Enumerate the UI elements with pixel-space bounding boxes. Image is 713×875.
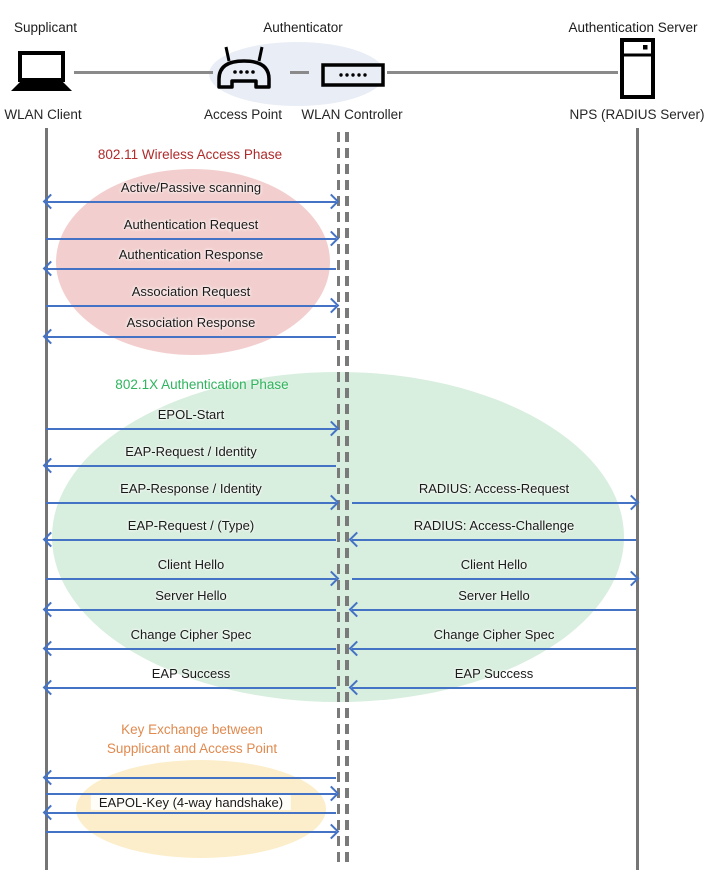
authenticator-group-ellipse	[209, 42, 385, 106]
message-arrow-right	[46, 570, 340, 587]
message-arrow-left	[42, 531, 336, 548]
message-arrow-left	[348, 679, 636, 696]
message-label: Change Cipher Spec	[130, 627, 252, 642]
message-arrow-left	[42, 457, 336, 474]
message-arrow-left	[42, 328, 336, 345]
connector-dash	[290, 71, 309, 74]
message-arrow-right	[46, 785, 340, 802]
node-label-nps-radius-server: NPS (RADIUS Server)	[569, 107, 705, 122]
message-label: RADIUS: Access-Challenge	[413, 518, 575, 533]
node-label-wlan-controller: WLAN Controller	[301, 107, 403, 122]
message-label: Association Request	[131, 284, 251, 299]
connector-line	[74, 71, 213, 74]
connector-line	[387, 71, 618, 74]
access-point-icon	[217, 46, 271, 89]
message-arrow-left	[42, 601, 336, 618]
phase-2-title: 802.1X Authentication Phase	[115, 377, 289, 392]
role-label-authentication-server: Authentication Server	[568, 20, 698, 35]
message-label: Active/Passive scanning	[120, 180, 262, 195]
role-label-authenticator: Authenticator	[263, 20, 343, 35]
message-label: Authentication Response	[118, 247, 264, 262]
phase-1-title: 802.11 Wireless Access Phase	[97, 147, 283, 162]
phase-3-title: Key Exchange between	[121, 722, 263, 737]
message-arrow-right	[46, 297, 340, 314]
role-label-supplicant: Supplicant	[14, 20, 78, 35]
lifeline-nps-server	[635, 128, 639, 870]
laptop-icon	[11, 51, 72, 91]
phase-1-ellipse	[56, 169, 330, 355]
message-arrow-right	[46, 494, 340, 511]
message-label: RADIUS: Access-Request	[418, 481, 570, 496]
message-label: Client Hello	[460, 557, 528, 572]
message-arrow-right	[352, 570, 640, 587]
message-label: Server Hello	[458, 588, 530, 603]
wlan-controller-icon	[321, 63, 385, 87]
lifeline-wlan-client	[44, 128, 48, 870]
lifeline-controller-dash-right	[345, 132, 349, 862]
server-icon	[620, 38, 655, 99]
message-arrow-right	[46, 230, 340, 247]
message-label: EAP-Response / Identity	[120, 481, 262, 496]
message-arrow-left	[42, 640, 336, 657]
message-label: EAP Success	[151, 666, 231, 681]
node-label-access-point: Access Point	[203, 107, 283, 122]
message-label: Association Response	[126, 315, 256, 330]
message-label: Server Hello	[155, 588, 227, 603]
message-label: EAPOL-Key (4-way handshake)	[90, 795, 292, 810]
message-label: Change Cipher Spec	[433, 627, 555, 642]
message-arrow-both	[42, 193, 340, 210]
message-label: EAP-Request / (Type)	[127, 518, 255, 533]
lifeline-controller-dash-left	[336, 132, 340, 862]
node-label-wlan-client: WLAN Client	[4, 107, 82, 122]
message-arrow-left	[42, 679, 336, 696]
message-arrow-right	[46, 420, 340, 437]
message-arrow-left	[348, 601, 636, 618]
message-label: EAP Success	[454, 666, 534, 681]
message-label: Authentication Request	[123, 217, 259, 232]
message-arrow-left	[42, 769, 336, 786]
message-arrow-right	[46, 823, 340, 840]
message-arrow-left	[42, 804, 336, 821]
message-label: Client Hello	[157, 557, 225, 572]
message-arrow-left	[42, 260, 336, 277]
message-label: EAP-Request / Identity	[125, 444, 257, 459]
message-label: EPOL-Start	[157, 407, 225, 422]
phase-3-title: Supplicant and Access Point	[106, 741, 278, 756]
message-arrow-left	[348, 531, 636, 548]
message-arrow-left	[348, 640, 636, 657]
message-arrow-right	[352, 494, 640, 511]
